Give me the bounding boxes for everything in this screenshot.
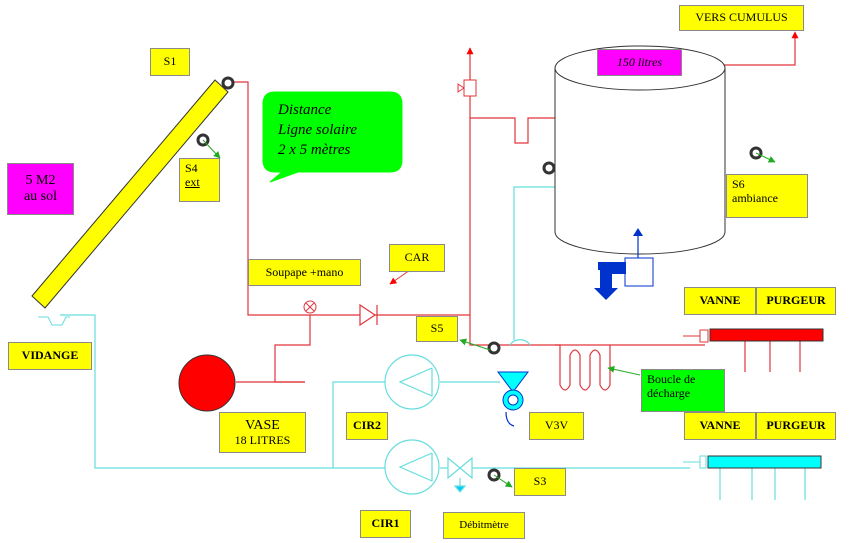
cold-manifold: [683, 455, 822, 469]
s5-label: S5: [416, 316, 458, 342]
collector-area-line1: 5 M2: [25, 172, 56, 188]
tank-heater-arrows: [594, 228, 654, 300]
cold-feed-line: [60, 314, 385, 469]
cir2-branch: [332, 381, 385, 468]
cir2-label: CIR2: [346, 412, 388, 440]
hot-manifold: [683, 328, 824, 343]
vidange-label: VIDANGE: [8, 342, 92, 370]
hot-return-line: [228, 81, 705, 346]
boucle-label-line1: Boucle de: [647, 372, 696, 386]
s6-label-line1: S6: [732, 177, 745, 191]
car-label: CAR: [389, 244, 445, 272]
three-way-valve: [497, 371, 529, 427]
sensor-rings: [196, 76, 763, 482]
pump-cir2: [384, 354, 440, 410]
s6-label: S6 ambiance: [726, 174, 808, 218]
purgeur-bottom-label: PURGEUR: [756, 412, 836, 440]
pressure-valve-symbol: [303, 300, 317, 314]
s4-label-line2: ext: [185, 174, 200, 189]
tank-volume-label: 150 litres: [597, 49, 682, 76]
drain-valve: [38, 316, 70, 326]
boucle-label-line2: décharge: [647, 385, 691, 400]
purgeur-top-label: PURGEUR: [756, 287, 836, 315]
solar-collector: [31, 79, 229, 309]
vase-label-line2: 18 LITRES: [234, 432, 291, 447]
s1-label: S1: [150, 48, 190, 76]
flow-meter-valve: [447, 456, 473, 493]
cir1-label: CIR1: [360, 510, 411, 538]
soupape-label: Soupape +mano: [248, 259, 361, 286]
distance-note-line1: Distance: [278, 102, 332, 118]
cold-circuit-lines: [60, 186, 806, 500]
debitmetre-label: Débitmètre: [443, 512, 525, 539]
vanne-top-label: VANNE: [684, 287, 756, 315]
distance-note-line2: Ligne solaire: [278, 122, 358, 138]
collector-area-label: 5 M2 au sol: [7, 163, 74, 215]
vers-cumulus-label: VERS CUMULUS: [679, 5, 804, 31]
vanne-bottom-label: VANNE: [684, 412, 756, 440]
boucle-label: Boucle de décharge: [641, 369, 725, 412]
s6-label-line2: ambiance: [732, 190, 778, 205]
vase-branch: [274, 315, 311, 383]
speech-bubble: [262, 91, 403, 183]
relief-valve: [457, 79, 477, 97]
s4-label-line1: S4: [185, 161, 198, 175]
distance-note: Distance Ligne solaire 2 x 5 mètres: [278, 100, 398, 168]
s4-label: S4 ext: [179, 158, 220, 202]
check-valve: [359, 303, 378, 327]
distance-note-line3: 2 x 5 mètres: [278, 142, 351, 158]
collector-area-line2: au sol: [23, 189, 58, 204]
s3-label: S3: [514, 468, 566, 496]
discharge-loop: [555, 344, 611, 391]
v3v-label: V3V: [529, 412, 584, 440]
expansion-vessel: [178, 354, 236, 412]
storage-tank: [554, 45, 726, 255]
vase-label: VASE 18 LITRES: [219, 412, 306, 453]
vase-label-line1: VASE: [245, 417, 280, 433]
pump-cir1: [384, 439, 440, 495]
